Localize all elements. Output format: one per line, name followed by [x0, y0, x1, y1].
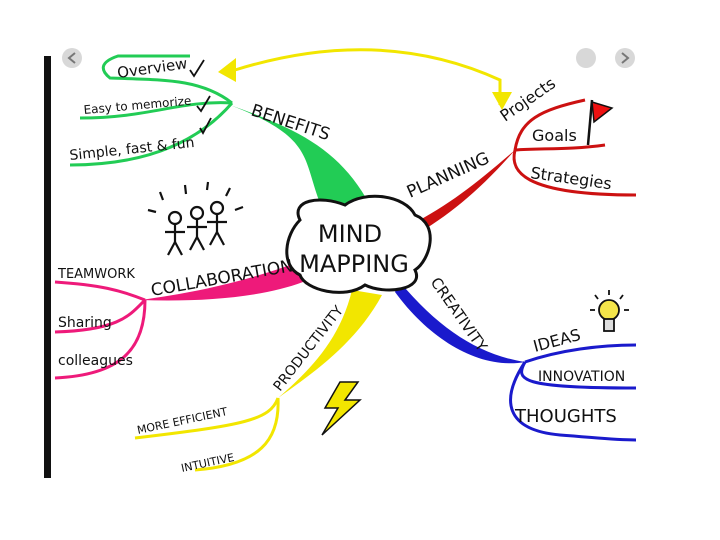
collaboration-item-colleagues: colleagues: [58, 353, 133, 369]
viewer-left-border: [44, 56, 51, 478]
planning-item-goals: Goals: [532, 126, 577, 145]
collaboration-item-teamwork: TEAMWORK: [57, 267, 135, 282]
center-title-line2: MAPPING: [299, 250, 409, 278]
creativity-item-thoughts: THOUGHTS: [514, 406, 617, 427]
center-title-line1: MIND: [318, 220, 382, 248]
collaboration-item-sharing: Sharing: [58, 315, 112, 331]
prev-image-button[interactable]: [62, 48, 82, 68]
creativity-item-innovation: INNOVATION: [538, 369, 625, 385]
